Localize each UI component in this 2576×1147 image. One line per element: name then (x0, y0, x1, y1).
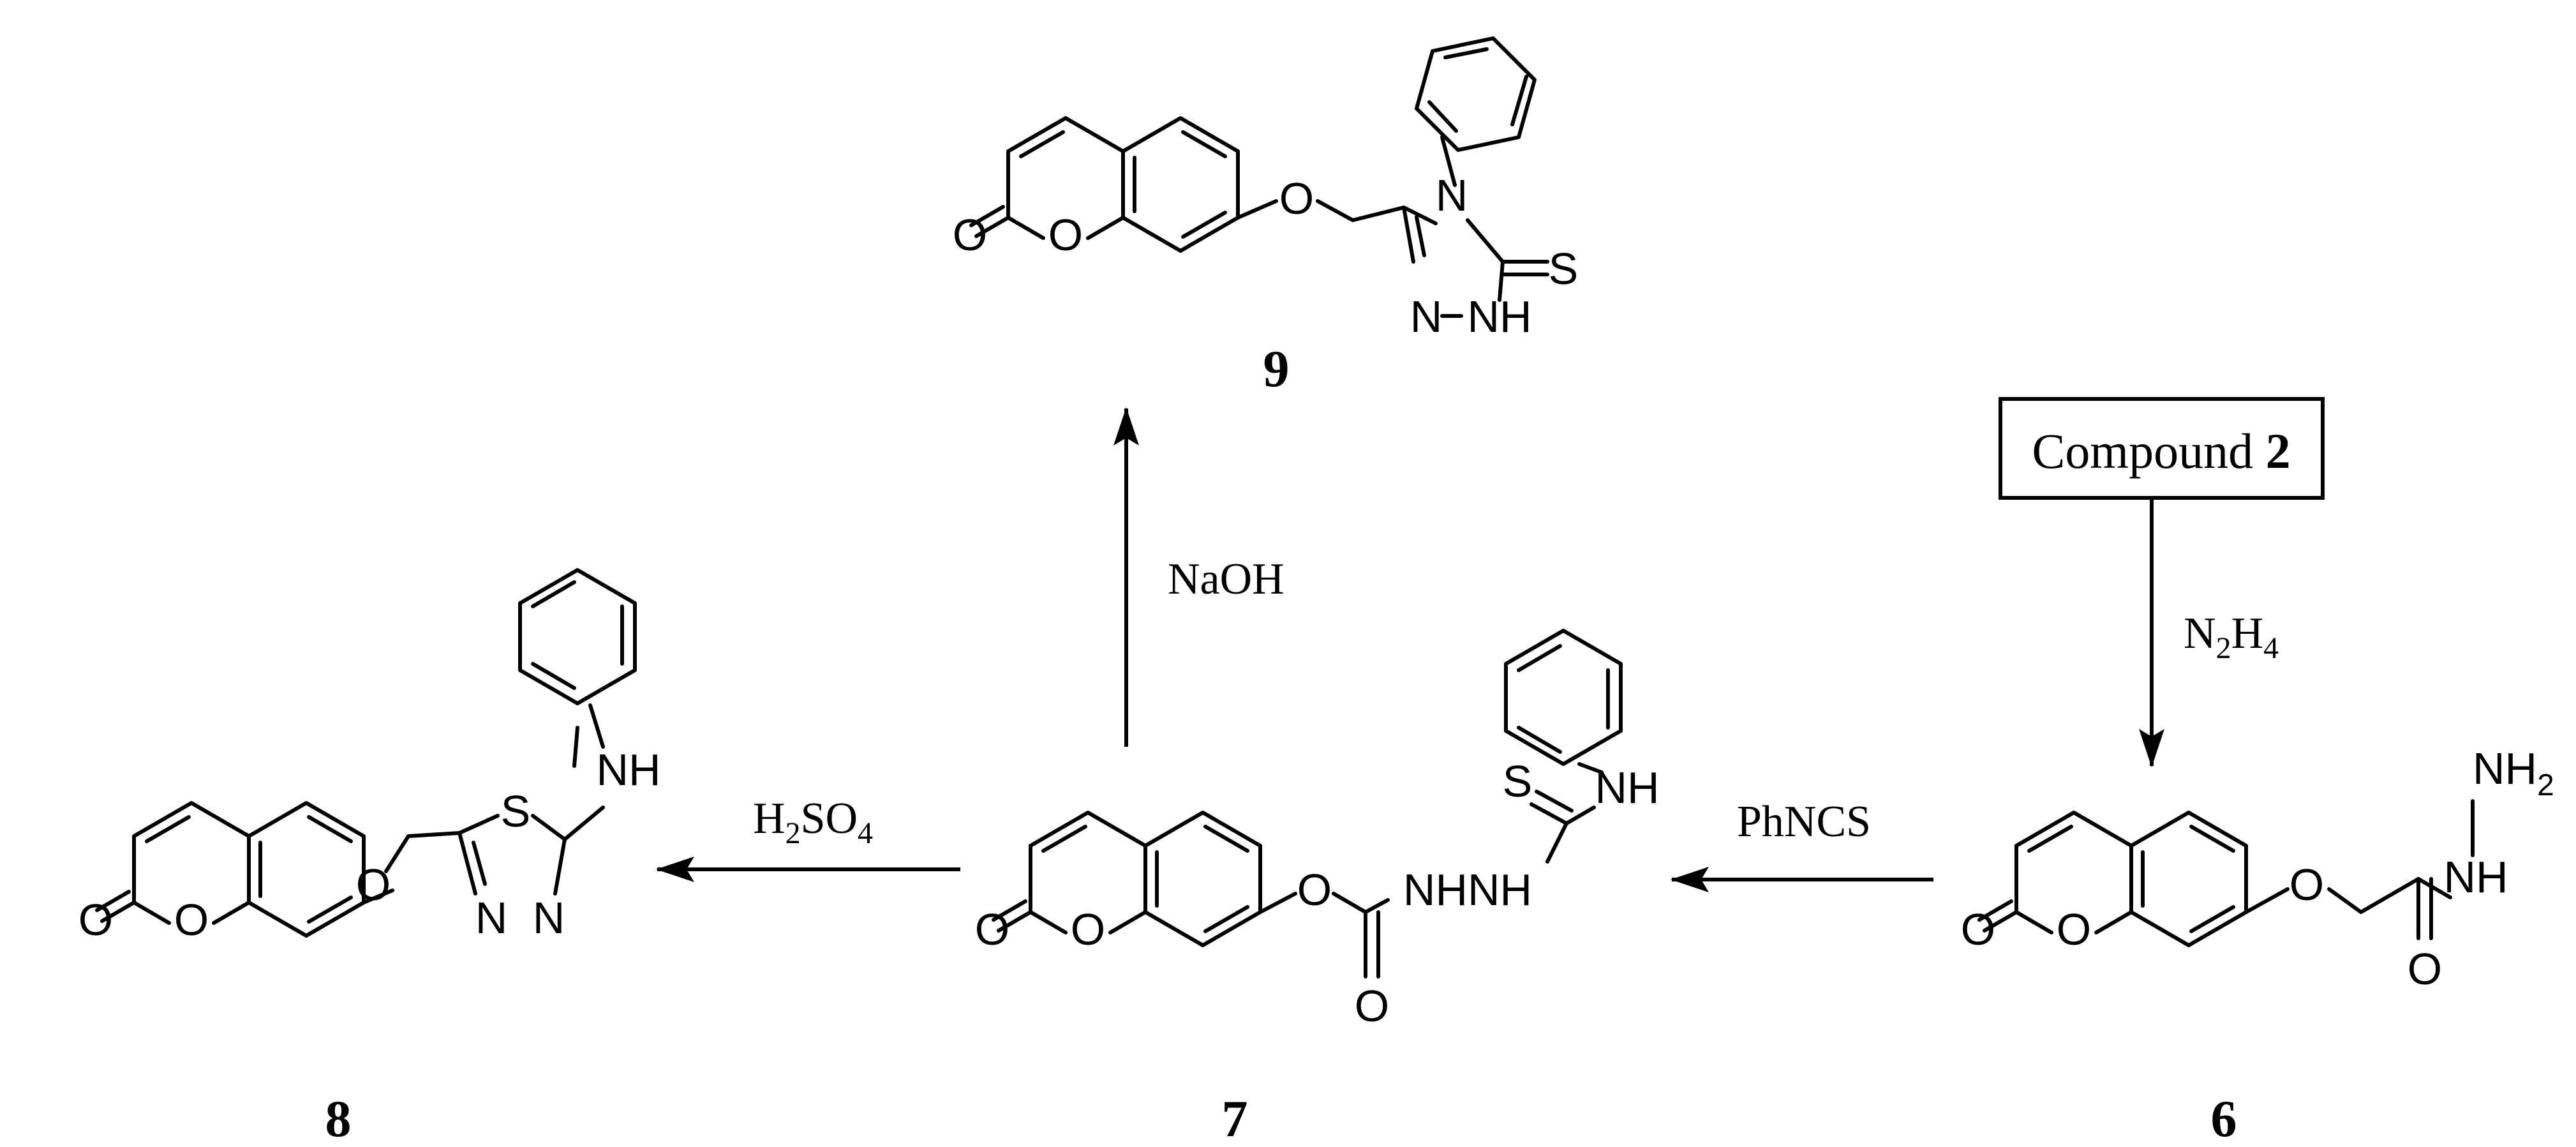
atom-o-ring: O (174, 895, 209, 945)
compound-8-structure: O O O S N N NH (78, 568, 661, 945)
reagent-sulfuric-acid: H2SO4 (753, 794, 873, 850)
compound-number-6: 6 (2211, 1090, 2237, 1147)
reagent-naoh: NaOH (1168, 555, 1284, 604)
atom-s-thioxo: S (1549, 244, 1579, 294)
compound-number-8: 8 (325, 1090, 352, 1147)
atom-o-ring: O (2057, 904, 2091, 954)
atom-s-ring: S (501, 786, 531, 836)
atom-nh: NH (1467, 292, 1531, 341)
atom-o-ether: O (1279, 174, 1314, 223)
reagent-phncs: PhNCS (1737, 797, 1871, 846)
atom-nh: NH (596, 745, 660, 795)
compound-number-9: 9 (1263, 340, 1290, 398)
atom-nh: NH (2443, 852, 2508, 902)
atom-o-ring: O (1048, 210, 1083, 260)
atom-o-carbonyl: O (975, 904, 1009, 954)
atom-o-ether: O (2289, 860, 2324, 910)
atom-o-ring: O (1071, 904, 1105, 954)
compound-number-7: 7 (1222, 1090, 1248, 1147)
atom-o-ether: O (1297, 865, 1332, 915)
atom-o-amide: O (2408, 944, 2442, 994)
atom-n-3: N (475, 893, 508, 943)
atom-nh: NH (1595, 763, 1659, 813)
atom-o-carbonyl: O (78, 895, 113, 945)
atom-o-amide: O (1355, 981, 1389, 1031)
start-material-frame (1999, 397, 2325, 500)
atom-o-carbonyl: O (953, 210, 987, 260)
atom-s-thioxo: S (1503, 756, 1533, 806)
compound-6-structure: O O O O NH NH2 (1961, 744, 2554, 994)
atom-n-4: N (533, 893, 565, 943)
atom-o-carbonyl: O (1961, 904, 1995, 954)
atom-nh2: NH2 (2473, 744, 2554, 802)
atom-n-4: N (1436, 170, 1468, 220)
atom-nhnh: NHNH (1403, 865, 1532, 915)
compound-9-structure: O O O N N NH S (953, 36, 1579, 341)
compound-7-structure: O O O O NHNH S NH (975, 629, 1660, 1031)
atom-o-ether: O (356, 860, 391, 910)
reagent-hydrazine: N2H4 (2184, 609, 2279, 665)
start-material-box: Compound 2 (1999, 397, 2325, 500)
atom-n-1: N (1410, 292, 1443, 341)
start-material-label: Compound 2 (2032, 423, 2290, 479)
